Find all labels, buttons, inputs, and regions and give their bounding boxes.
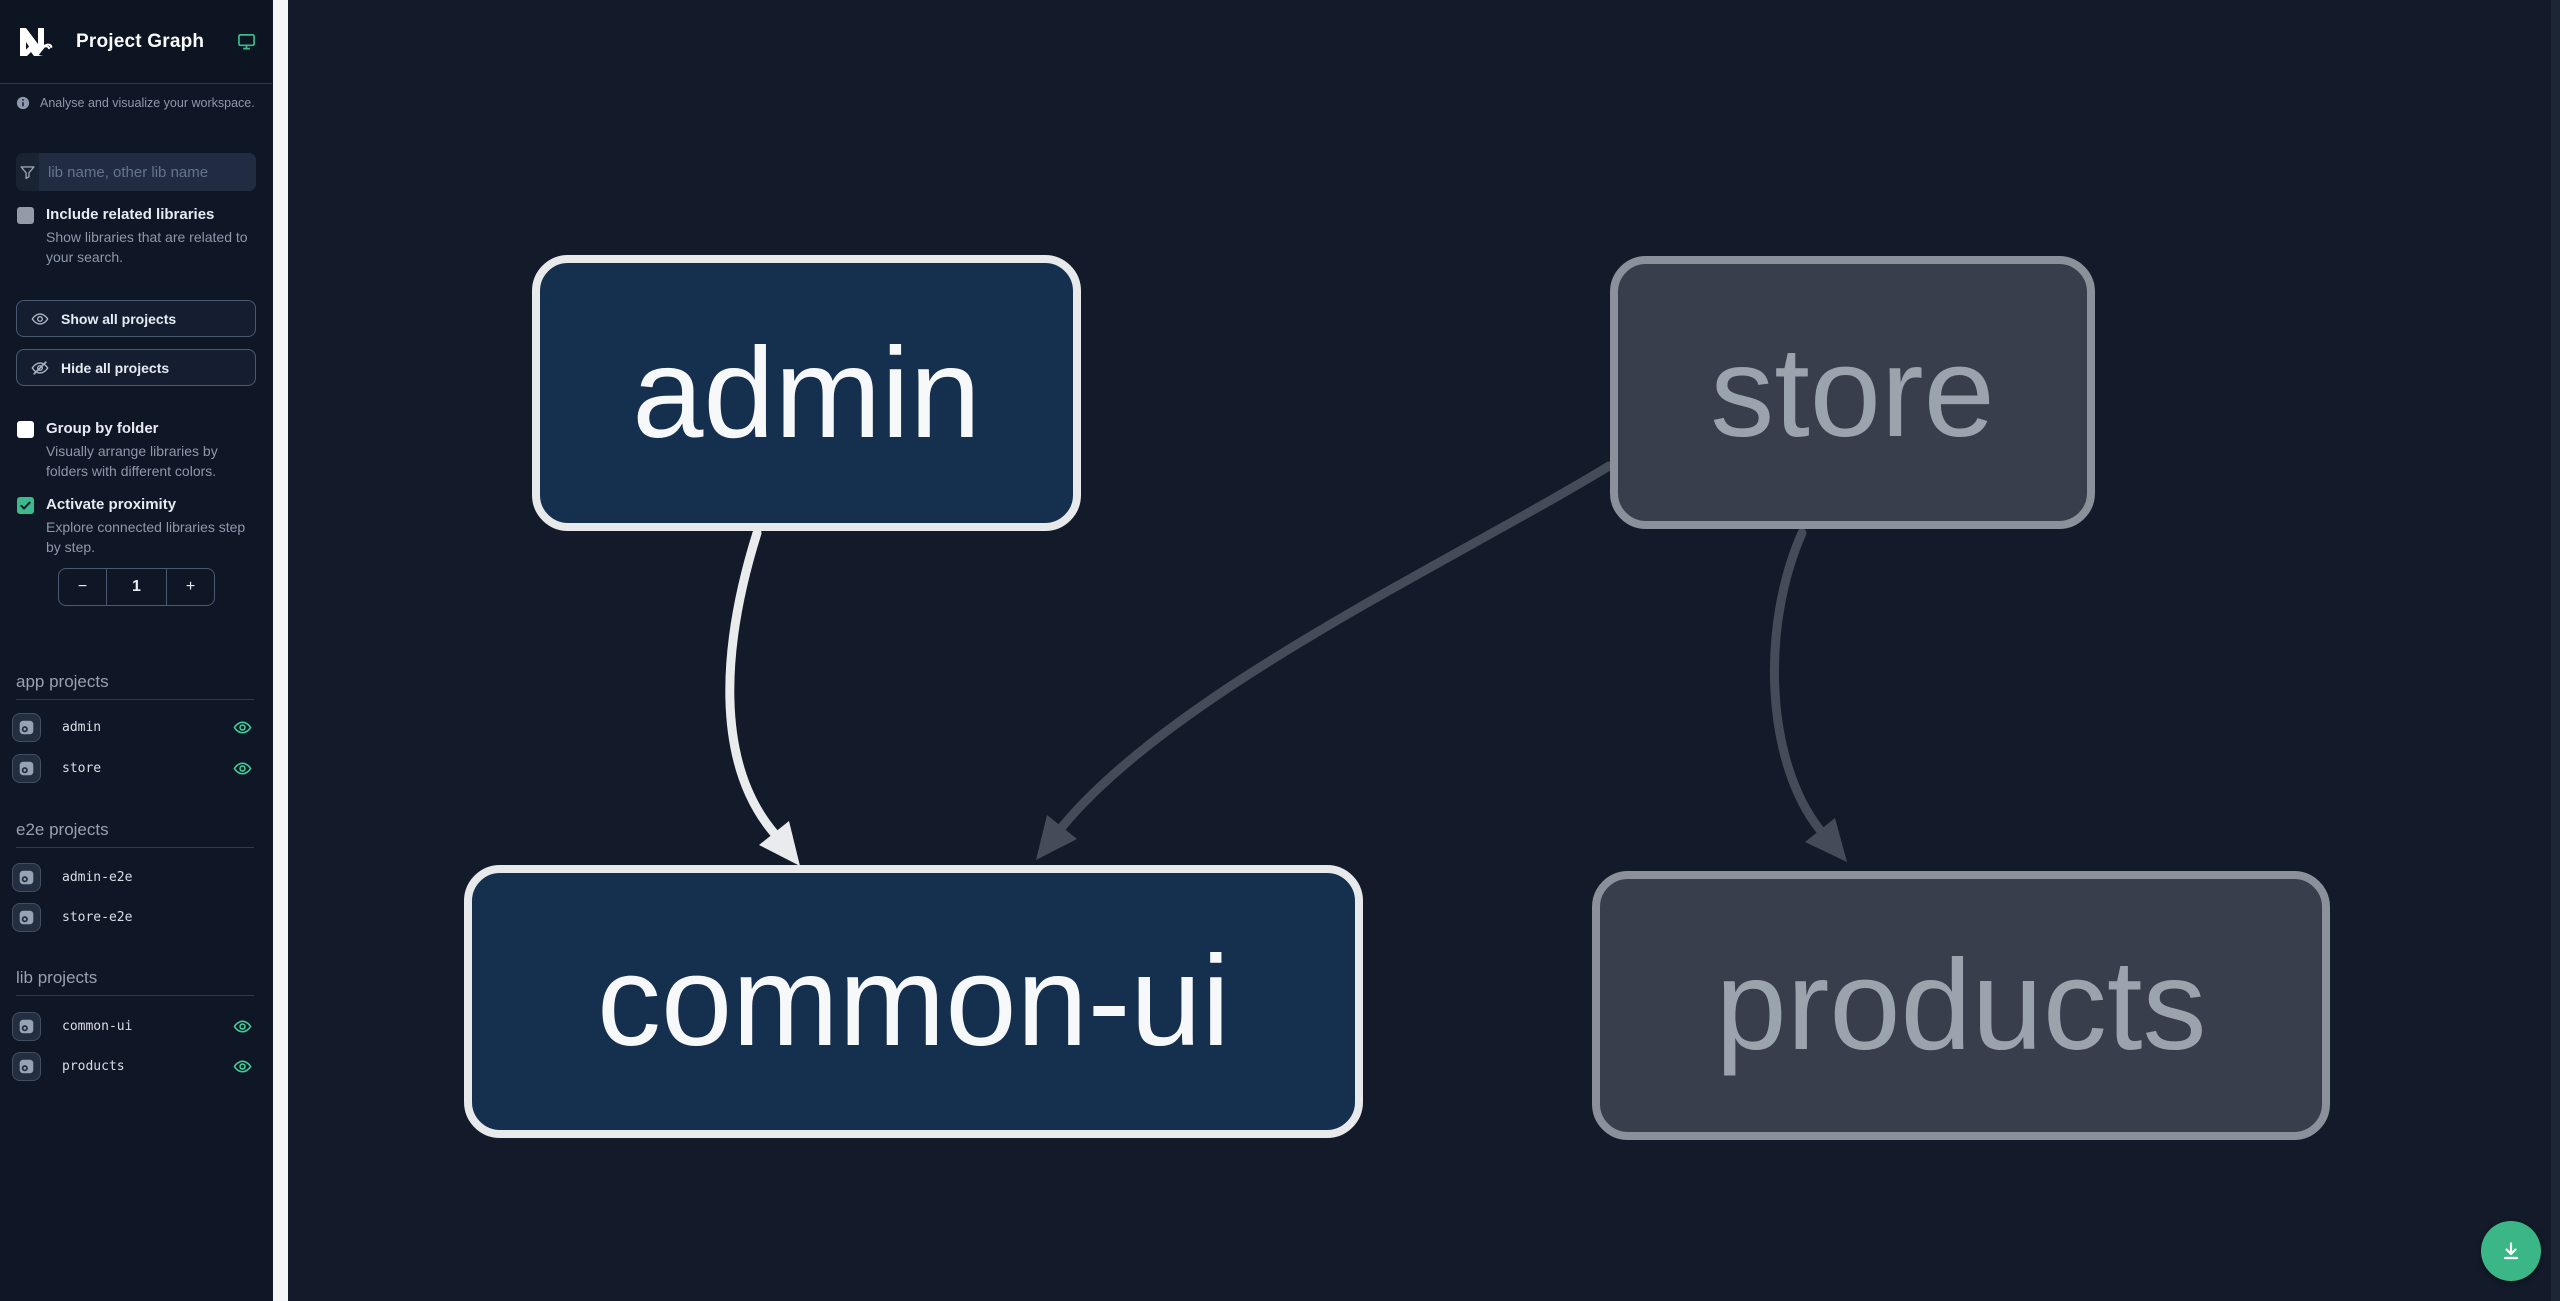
option-group-by-folder: Group by folder Visually arrange librari… <box>17 420 247 481</box>
tagline-text: Analyse and visualize your workspace. <box>40 96 255 110</box>
monitor-icon[interactable] <box>237 32 256 51</box>
app-title: Project Graph <box>76 30 205 52</box>
option-activate-proximity: Activate proximity Explore connected lib… <box>17 496 247 557</box>
project-row-common-ui: common-ui <box>12 1010 264 1042</box>
include-related-checkbox[interactable] <box>17 207 34 224</box>
toggle-visibility-eye-icon[interactable] <box>233 718 252 737</box>
project-row-store-e2e: store-e2e <box>12 901 264 933</box>
toggle-visibility-eye-icon[interactable] <box>233 759 252 778</box>
project-row-admin: admin <box>12 711 264 743</box>
nx-logo-icon <box>20 27 53 56</box>
section-title-lib-projects: lib projects <box>16 968 254 996</box>
graph-node-admin[interactable]: admin <box>532 255 1081 531</box>
group-by-folder-checkbox[interactable] <box>17 421 34 438</box>
eye-off-icon <box>31 360 49 375</box>
show-all-projects-button[interactable]: Show all projects <box>16 300 256 337</box>
funnel-icon <box>16 153 39 191</box>
toggle-visibility-eye-icon[interactable] <box>233 1017 252 1036</box>
project-row-store: store <box>12 752 264 784</box>
focus-icon <box>19 870 34 884</box>
graph-node-common-ui[interactable]: common-ui <box>464 865 1363 1138</box>
project-row-products: products <box>12 1050 264 1082</box>
filter-input[interactable] <box>39 153 256 191</box>
group-by-folder-label: Group by folder <box>46 420 159 437</box>
focus-icon <box>19 761 34 775</box>
include-related-label: Include related libraries <box>46 206 215 223</box>
focus-icon <box>19 910 34 924</box>
focus-project-button[interactable] <box>12 753 41 783</box>
hide-all-projects-label: Hide all projects <box>61 359 170 376</box>
focus-icon <box>19 1019 34 1033</box>
node-label: products <box>1715 934 2207 1077</box>
proximity-increment-button[interactable]: + <box>166 569 214 605</box>
include-related-desc: Show libraries that are related to your … <box>46 229 248 265</box>
activate-proximity-desc: Explore connected libraries step by step… <box>46 519 246 555</box>
graph-node-store[interactable]: store <box>1610 256 2095 529</box>
check-icon <box>20 501 31 510</box>
node-label: admin <box>632 321 981 465</box>
proximity-value: 1 <box>132 578 141 595</box>
tagline: Analyse and visualize your workspace. <box>16 96 256 110</box>
proximity-stepper: − 1 + <box>58 568 215 606</box>
focus-icon <box>19 1059 34 1073</box>
project-row-admin-e2e: admin-e2e <box>12 861 264 893</box>
node-label: common-ui <box>596 930 1231 1073</box>
project-name: products <box>62 1058 125 1074</box>
eye-icon <box>31 312 49 325</box>
download-graph-button[interactable] <box>2481 1221 2541 1281</box>
group-by-folder-desc: Visually arrange libraries by folders wi… <box>46 443 218 479</box>
project-name: store <box>62 760 102 776</box>
hide-all-projects-button[interactable]: Hide all projects <box>16 349 256 386</box>
node-label: store <box>1710 321 1995 464</box>
project-name: admin <box>62 719 102 735</box>
proximity-decrement-button[interactable]: − <box>59 569 107 605</box>
activate-proximity-checkbox[interactable] <box>17 497 34 514</box>
focus-project-button[interactable] <box>12 902 41 932</box>
focus-project-button[interactable] <box>12 1011 41 1041</box>
vertical-scrollbar[interactable] <box>2551 0 2560 1301</box>
activate-proximity-label: Activate proximity <box>46 496 177 513</box>
focus-icon <box>19 720 34 734</box>
info-icon <box>16 96 30 110</box>
section-title-e2e-projects: e2e projects <box>16 820 254 848</box>
focus-project-button[interactable] <box>12 712 41 742</box>
focus-project-button[interactable] <box>12 862 41 892</box>
sidebar: Project Graph Analyse and visualize your… <box>0 0 272 1301</box>
sidebar-header: Project Graph <box>0 0 272 84</box>
graph-node-products[interactable]: products <box>1592 871 2330 1140</box>
project-name: store-e2e <box>62 909 133 925</box>
project-name: common-ui <box>62 1018 133 1034</box>
section-title-app-projects: app projects <box>16 672 254 700</box>
option-include-related: Include related libraries Show libraries… <box>17 206 248 267</box>
filter-box <box>16 153 256 191</box>
sidebar-resize-handle[interactable] <box>273 0 288 1301</box>
focus-project-button[interactable] <box>12 1051 41 1081</box>
show-all-projects-label: Show all projects <box>61 310 177 327</box>
download-icon <box>2503 1242 2519 1260</box>
toggle-visibility-eye-icon[interactable] <box>233 1057 252 1076</box>
project-name: admin-e2e <box>62 869 133 885</box>
